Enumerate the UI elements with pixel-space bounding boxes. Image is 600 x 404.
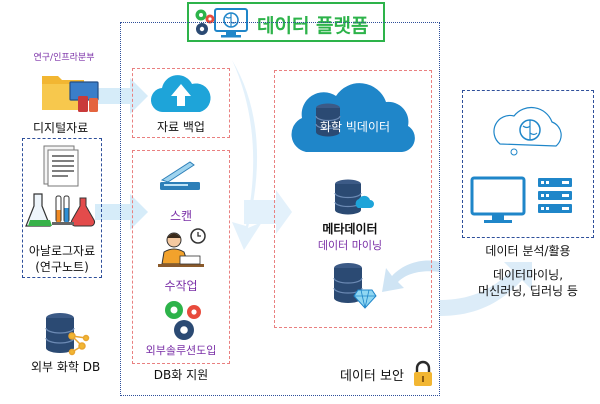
manual-work-icon xyxy=(158,228,206,267)
external-db-icon xyxy=(45,313,90,356)
page-title: 데이터 플랫폼 xyxy=(257,15,369,37)
ml-label-line1: 데이터마이닝, xyxy=(492,268,564,282)
cloud-upload-icon xyxy=(150,75,211,113)
scan-label: 스캔 xyxy=(169,209,193,223)
analog-label-line2: (연구노트) xyxy=(35,260,89,274)
mining-label: 데이터 마이닝 xyxy=(317,239,383,252)
analysis-label: 데이터 분석/활용 xyxy=(485,244,571,258)
scanner-icon xyxy=(160,161,200,190)
manual-label: 수작업 xyxy=(164,279,198,293)
gears-brain-monitor-icon xyxy=(195,8,248,38)
source-group xyxy=(22,138,102,278)
platform-boundary xyxy=(120,22,440,396)
external-db-label: 외부 화학 DB xyxy=(31,360,101,374)
backup-label: 자료 백업 xyxy=(157,120,205,134)
core-box xyxy=(274,70,432,328)
lab-flasks-icon xyxy=(25,193,96,227)
output-box xyxy=(462,90,594,238)
analysis-workstation-icon xyxy=(470,106,572,223)
solution-gears-icon xyxy=(165,301,201,340)
metadata-db-icon xyxy=(334,179,374,215)
solution-label: 외부솔루션도입 xyxy=(145,344,217,357)
security-label: 데이터 보안 xyxy=(340,369,404,384)
digital-label: 디지털자료 xyxy=(33,121,89,135)
backup-box xyxy=(132,68,230,138)
db-support-label: DB화 지원 xyxy=(153,368,209,382)
digital-folder-icon xyxy=(42,76,99,112)
mining-db-gem-icon xyxy=(333,263,377,309)
source-group-label: 연구/인프라분부 xyxy=(33,53,95,63)
bigdata-label: 화학 빅데이터 xyxy=(320,120,391,134)
analog-label-line1: 아날로그자료 xyxy=(28,244,96,258)
bigdata-cloud-icon xyxy=(291,83,415,152)
digitize-box xyxy=(132,150,230,364)
metadata-label: 메타데이터 xyxy=(322,222,378,236)
notebook-icon xyxy=(43,145,79,187)
lock-icon xyxy=(414,360,432,386)
ml-label-line2: 머신러닝, 딥러닝 등 xyxy=(478,284,578,298)
